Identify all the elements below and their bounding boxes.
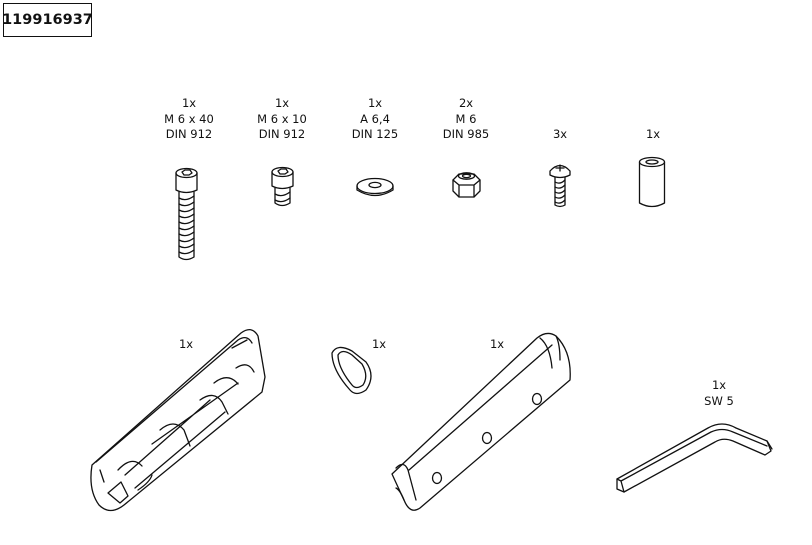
norm: DIN 912 [258,127,306,141]
qty: 1x [489,337,505,351]
label-socket-screw-m6x40: 1x M 6 x 40 DIN 912 [164,96,214,143]
rail-profile-icon [392,333,570,510]
label-rail-profile: 1x [490,337,504,353]
qty: 3x [552,127,568,141]
label-socket-screw-m6x10: 1x M 6 x 10 DIN 912 [257,96,307,143]
spec: M 6 x 40 [164,111,214,126]
label-washer: 1x A 6,4 DIN 125 [352,96,398,143]
label-hex-key: 1x SW 5 [704,378,734,409]
qty: 1x [274,96,290,110]
socket-screw-short-icon [272,168,293,206]
spec: M 6 [455,111,477,126]
norm: DIN 125 [351,127,399,141]
part-number: 119916937 [2,12,93,28]
qty: 1x [181,96,197,110]
qty: 1x [371,337,387,351]
qty: 1x [367,96,383,110]
label-phillips-screw: 3x [553,127,567,143]
label-spacer-sleeve: 1x [646,127,660,143]
label-end-cap: 1x [179,337,193,353]
qty: 1x [178,337,194,351]
spec: M 6 x 10 [257,111,307,126]
qty: 1x [711,378,727,392]
washer-icon [357,179,393,196]
rubber-ring-icon [332,347,371,393]
qty: 1x [645,127,661,141]
end-cap-icon [91,330,265,511]
spacer-sleeve-icon [640,158,665,207]
phillips-screw-icon [550,165,570,207]
norm: DIN 912 [165,127,213,141]
lock-nut-icon [453,173,480,197]
spec: SW 5 [704,393,734,408]
part-number-box: 119916937 [2,3,93,37]
hex-key-icon [617,424,772,492]
label-lock-nut: 2x M 6 DIN 985 [443,96,489,143]
norm: DIN 985 [442,127,490,141]
qty: 2x [458,96,474,110]
spec: A 6,4 [360,111,390,126]
socket-screw-long-icon [176,169,197,260]
label-rubber-ring: 1x [372,337,386,353]
